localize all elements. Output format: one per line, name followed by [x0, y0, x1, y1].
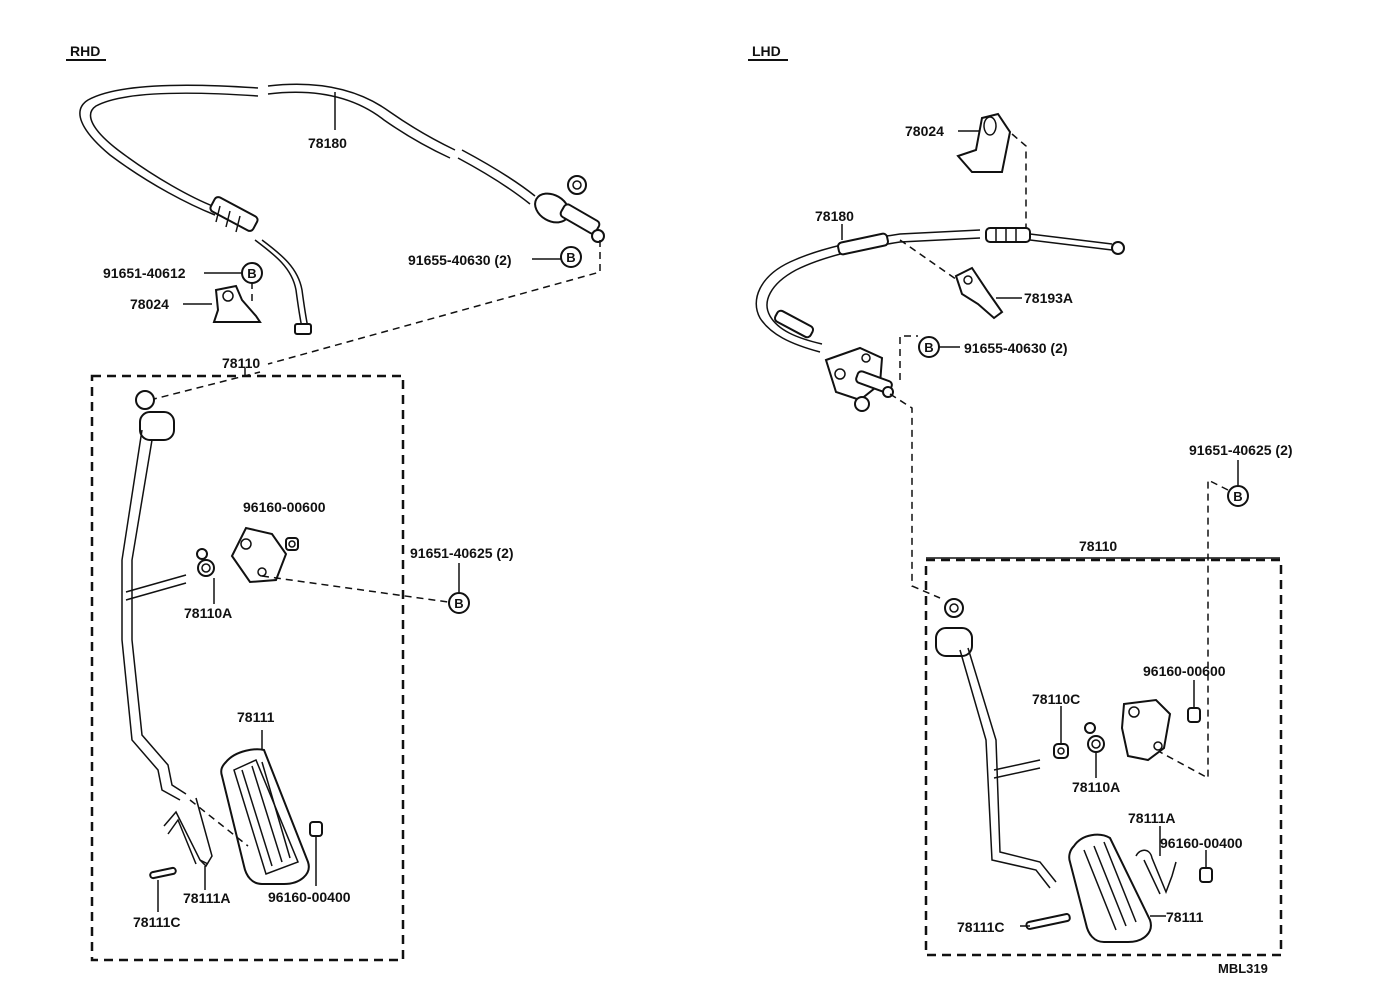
- rhd-pedal-assembly-box: [90, 374, 405, 962]
- rhd-pedal-pad: [220, 730, 310, 885]
- lhd-label-78110C: 78110C: [1032, 691, 1080, 707]
- rhd-lever-to-pad-dashline: [189, 799, 249, 847]
- lhd-cable-to-lever-dashline: [889, 393, 941, 599]
- rhd-cable-to-lever-dashline: [149, 371, 261, 401]
- rhd-cable-end-fitting: [534, 175, 605, 243]
- rhd-label-78024: 78024: [130, 296, 169, 312]
- rhd-cable-bracket: [212, 282, 262, 323]
- bolt-symbol: B: [454, 596, 463, 611]
- rhd-bracket-to-bolt-dashline: [261, 575, 449, 603]
- rhd-label-91655-40630: 91655-40630 (2): [408, 252, 512, 268]
- rhd-section-title: RHD: [70, 43, 100, 59]
- rhd-label-91651-40625: 91651-40625 (2): [410, 545, 514, 561]
- diagram-reference-code: MBL319: [1218, 961, 1268, 976]
- lhd-nut-78110C: [1053, 706, 1069, 759]
- rhd-label-78111C: 78111C: [133, 914, 181, 930]
- rhd-label-78111A: 78111A: [183, 890, 231, 906]
- lhd-label-96160-00400: 96160-00400: [1160, 835, 1243, 851]
- lhd-label-78110: 78110: [1079, 538, 1117, 554]
- lhd-section-title: LHD: [752, 43, 781, 59]
- rhd-label-78180: 78180: [308, 135, 347, 151]
- rhd-pedal-spring: [163, 797, 213, 890]
- bolt-symbol: B: [1233, 489, 1242, 504]
- lhd-bolt-91655-40630: B: [899, 335, 960, 380]
- lhd-pedal-spring: [1135, 826, 1177, 895]
- lhd-label-78111C: 78111C: [957, 919, 1005, 935]
- rhd-bolt-91651-40625: B: [448, 563, 470, 614]
- lhd-section: LHD: [748, 43, 1293, 976]
- lhd-pedal-pin: [1020, 913, 1071, 930]
- lhd-label-96160-00600: 96160-00600: [1143, 663, 1226, 679]
- bolt-symbol: B: [924, 340, 933, 355]
- rhd-bolt-91651-40612: B: [204, 262, 263, 284]
- rhd-return-spring: [196, 548, 215, 604]
- lhd-label-78111A: 78111A: [1128, 810, 1176, 826]
- lhd-label-78193A: 78193A: [1024, 290, 1073, 306]
- rhd-accelerator-cable: [79, 83, 605, 335]
- lhd-label-91655-40630: 91655-40630 (2): [964, 340, 1068, 356]
- rhd-label-78111: 78111: [237, 709, 275, 725]
- bolt-symbol: B: [247, 266, 256, 281]
- lhd-label-78024: 78024: [905, 123, 944, 139]
- rhd-label-78110: 78110: [222, 355, 260, 371]
- rhd-label-78110A: 78110A: [184, 605, 232, 621]
- lhd-cable-end-plate: [824, 346, 894, 412]
- rhd-nut-96160-00400: [309, 821, 323, 886]
- rhd-label-96160-00400: 96160-00400: [268, 889, 351, 905]
- bolt-symbol: B: [566, 250, 575, 265]
- rhd-nut-96160-00600: [285, 537, 299, 551]
- lhd-pedal-pad: [1068, 833, 1166, 943]
- rhd-section: RHD: [66, 43, 605, 962]
- lhd-cable-clip: [899, 239, 1022, 320]
- lhd-pedal-lever: [935, 598, 1057, 889]
- lhd-label-78111: 78111: [1166, 909, 1204, 925]
- lhd-accelerator-cable: [755, 224, 1125, 353]
- rhd-bolt-91655-40630: B: [267, 240, 601, 365]
- lhd-label-91651-40625: 91651-40625 (2): [1189, 442, 1293, 458]
- rhd-label-91651-40612: 91651-40612: [103, 265, 186, 281]
- lhd-cable-bracket: [956, 112, 1027, 230]
- rhd-pivot-bracket: [230, 526, 288, 584]
- lhd-nut-96160-00600: [1187, 680, 1201, 723]
- lhd-label-78180: 78180: [815, 208, 854, 224]
- lhd-cable-adjuster: [985, 227, 1125, 255]
- rhd-pedal-lever: [121, 390, 187, 801]
- rhd-cable-sleeve: [209, 196, 259, 233]
- lhd-bolt-91651-40625: B: [1159, 460, 1249, 780]
- lhd-nut-96160-00400: [1199, 850, 1213, 883]
- lhd-label-78110A: 78110A: [1072, 779, 1120, 795]
- lhd-pivot-bracket: [1120, 698, 1172, 762]
- lhd-return-spring: [1084, 722, 1105, 778]
- rhd-label-96160-00600: 96160-00600: [243, 499, 326, 515]
- rhd-pedal-pin: [149, 866, 177, 912]
